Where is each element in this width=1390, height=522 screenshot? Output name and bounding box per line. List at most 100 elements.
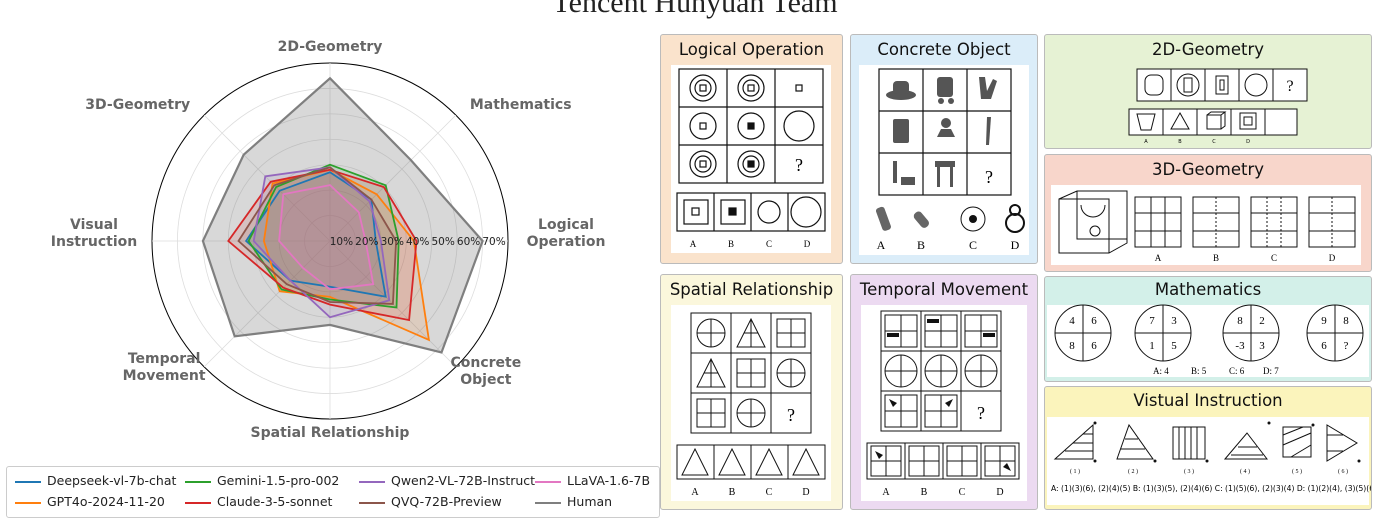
panel-title: 3D-Geometry xyxy=(1151,160,1265,179)
2d-geometry-figure: ? A B C D xyxy=(1128,68,1308,145)
legend-label: Deepseek-vl-7b-chat xyxy=(47,473,177,488)
math-number: 7 xyxy=(1149,315,1155,327)
panel-concrete-object: Concrete Object ? A B C D xyxy=(850,34,1038,264)
panel-title: Temporal Movement xyxy=(859,280,1029,299)
legend-item: Claude-3-5-sonnet xyxy=(185,494,332,509)
series-line xyxy=(227,168,418,322)
axis-label: 2D-Geometry xyxy=(278,39,383,55)
legend-item: QVQ-72B-Preview xyxy=(359,494,502,509)
option-label: B xyxy=(917,238,925,252)
math-number: 2 xyxy=(1259,315,1265,327)
axis-label: Visual xyxy=(70,217,118,233)
axis-label: Logical xyxy=(538,217,594,233)
option-label: D xyxy=(1246,139,1250,145)
option-label: B xyxy=(1213,253,1219,263)
legend-swatch xyxy=(185,480,211,483)
panel-title: 2D-Geometry xyxy=(1151,40,1265,59)
header-title: Tencent Hunyuan Team xyxy=(552,0,838,19)
radial-tick-label: 50% xyxy=(431,236,454,248)
math-number: ? xyxy=(1344,340,1349,352)
concrete-object-figure: ? A B C D xyxy=(859,65,1029,255)
figure-label: ( 5 ) xyxy=(1292,468,1302,475)
option-label: C xyxy=(969,238,977,252)
series-fill xyxy=(246,172,386,297)
option-label: A xyxy=(1155,253,1162,263)
panel-title: Spatial Relationship xyxy=(669,280,834,299)
logical-puzzle-figure: ? A B C D xyxy=(671,65,831,253)
math-number: 3 xyxy=(1259,340,1265,352)
axis-label: Object xyxy=(460,372,512,388)
radial-tick-label: 10% xyxy=(330,236,353,248)
math-number: 8 xyxy=(1343,315,1349,327)
math-number: 8 xyxy=(1237,315,1243,327)
option-label: D: 7 xyxy=(1263,366,1279,376)
radial-tick-label: 60% xyxy=(457,236,480,248)
figure-label: ( 4 ) xyxy=(1240,468,1250,475)
radar-grid-spoke xyxy=(203,114,331,242)
math-number: -3 xyxy=(1235,340,1245,352)
math-number: 4 xyxy=(1069,315,1075,327)
math-number: 6 xyxy=(1321,340,1327,352)
series-line xyxy=(252,166,391,319)
series-fill xyxy=(263,169,429,340)
panel-temporal-movement: Temporal Movement ? A B xyxy=(850,274,1038,510)
question-mark: ? xyxy=(1286,78,1293,95)
option-label: C xyxy=(766,239,772,249)
legend-label: Claude-3-5-sonnet xyxy=(217,494,333,509)
mathematics-figure: 4 6 8 6 7 3 1 5 8 2 -3 3 9 8 6 ? A: 4 B:… xyxy=(1047,304,1369,377)
option-label: C xyxy=(1212,139,1216,145)
figure-label: ( 6 ) xyxy=(1338,468,1348,475)
panel-title: Mathematics xyxy=(1154,280,1262,299)
temporal-puzzle-figure: ? A B C D xyxy=(861,305,1027,501)
panel-mathematics: Mathematics 4 6 8 6 7 3 1 5 8 2 -3 3 9 8… xyxy=(1044,276,1372,382)
panel-spatial-relationship: Spatial Relationship ? A B C D xyxy=(660,274,843,510)
visual-instruction-figure: ( 1 ) ( 2 ) ( 3 ) ( 4 ) ( 5 ) ( 6 ) A: (… xyxy=(1047,417,1371,505)
legend-item: Qwen2-VL-72B-Instruct xyxy=(359,473,535,488)
option-label: B: 5 xyxy=(1191,366,1207,376)
legend-label: Human xyxy=(567,494,613,509)
panel-logical-operation: Logical Operation ? A B C D xyxy=(660,34,843,264)
series-fill xyxy=(248,164,399,308)
legend-label: QVQ-72B-Preview xyxy=(391,494,502,509)
option-label: A xyxy=(882,487,890,498)
series-line xyxy=(262,168,431,342)
option-label: B xyxy=(1178,139,1182,145)
legend-swatch xyxy=(535,480,561,483)
3d-geometry-figure: A B C D xyxy=(1051,185,1361,265)
math-number: 9 xyxy=(1321,315,1327,327)
radial-tick-label: 20% xyxy=(355,236,378,248)
panel-visual-instruction: Vistual Instruction ( 1 ) ( 2 ) ( 3 ) ( … xyxy=(1044,386,1372,510)
panel-title: Concrete Object xyxy=(877,40,1011,59)
option-label: D xyxy=(804,239,811,249)
axis-label: Operation xyxy=(527,234,606,250)
option-label: D xyxy=(1011,238,1020,252)
math-number: 6 xyxy=(1091,340,1097,352)
series-line xyxy=(201,76,484,354)
figure-label: ( 1 ) xyxy=(1070,468,1080,475)
math-number: 5 xyxy=(1171,340,1177,352)
figure-label: ( 3 ) xyxy=(1184,468,1194,475)
math-number: 3 xyxy=(1171,315,1177,327)
series-fill xyxy=(279,185,374,290)
option-label: C xyxy=(959,487,966,498)
chart-legend: Deepseek-vl-7b-chat GPT4o-2024-11-20 Gem… xyxy=(6,466,660,518)
series-line xyxy=(247,163,400,309)
option-label: B xyxy=(728,239,734,249)
panel-2d-geometry: 2D-Geometry ? A B C D xyxy=(1044,34,1372,149)
option-label: A xyxy=(690,239,697,249)
math-number: 1 xyxy=(1149,340,1155,352)
panel-3d-geometry: 3D-Geometry A B C D xyxy=(1044,154,1372,272)
question-mark: ? xyxy=(787,405,795,425)
legend-swatch xyxy=(359,480,385,483)
axis-label: Concrete xyxy=(450,355,521,371)
legend-label: GPT4o-2024-11-20 xyxy=(47,494,165,509)
option-label: C xyxy=(766,487,773,498)
option-label: C xyxy=(1271,253,1277,263)
axis-label: 3D-Geometry xyxy=(85,97,190,113)
option-label: A: 4 xyxy=(1153,366,1169,376)
option-label: A xyxy=(691,487,699,498)
panel-title: Vistual Instruction xyxy=(1133,391,1283,410)
option-label: D xyxy=(996,487,1003,498)
legend-item: LLaVA-1.6-7B xyxy=(535,473,650,488)
figure-label: ( 2 ) xyxy=(1128,468,1138,475)
